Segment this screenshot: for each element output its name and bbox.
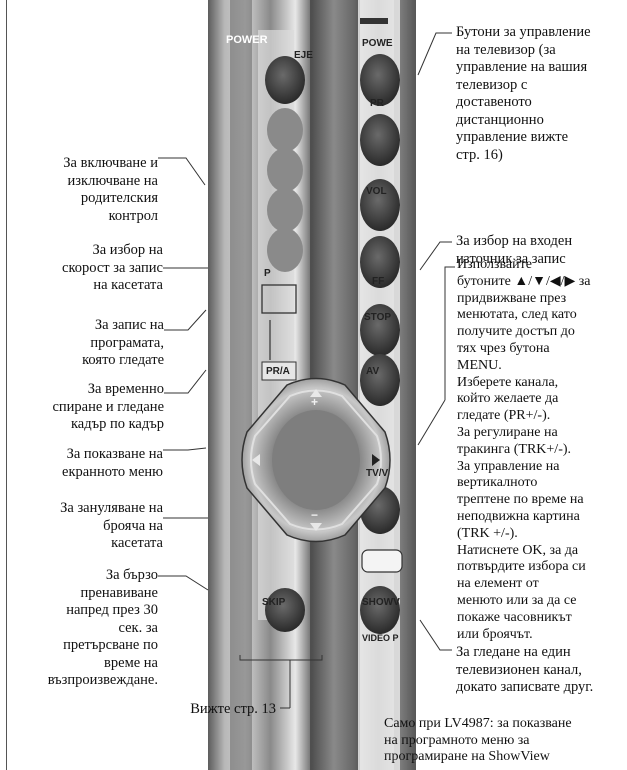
plus-sign-label: + <box>311 395 318 409</box>
ok-button <box>272 410 360 510</box>
showview-button-label: SHOWV <box>362 597 400 608</box>
leader-line <box>418 33 452 75</box>
menu-navigation-label: Използвайте бутоните ▲/▼/◀/▶ за придвижв… <box>457 257 591 643</box>
onscreen-menu-label: За показване на екранното меню <box>62 446 163 481</box>
av-button <box>360 354 400 406</box>
tv-vcr-button-label: TV/V <box>366 468 388 479</box>
leader-line <box>164 370 206 393</box>
p-button-label: P <box>264 268 271 279</box>
showview-button <box>360 586 400 634</box>
av-button-label: AV <box>366 366 379 377</box>
body-stripe <box>230 0 252 770</box>
counter-reset-label: За зануляване на брояча на касетата <box>60 500 163 553</box>
pr-a-button-label: PR/A <box>266 366 290 377</box>
leader-line <box>420 242 452 270</box>
parental-control-label: За включване и изключване на родителския… <box>63 155 158 225</box>
pause-button <box>267 228 303 272</box>
skip-button <box>265 588 305 632</box>
tv-power-button-label: POWE <box>362 38 393 49</box>
pr-button-label: PR <box>370 98 384 109</box>
eject-button <box>265 56 305 104</box>
leader-line <box>164 310 206 330</box>
record-speed-label: За избор на скорост за запис на касетата <box>62 242 163 295</box>
tv-buttons-label: Бутони за управление на телевизор (за уп… <box>456 24 591 164</box>
pause-frame-label: За временно спиране и гледане кадър по к… <box>52 381 164 434</box>
showview-frame <box>362 550 402 572</box>
video-button-label: VIDEO P <box>362 633 399 643</box>
ff-button-label: FF <box>372 276 384 287</box>
see-page-label: Вижте стр. 13 <box>190 701 276 719</box>
leader-line <box>158 576 208 590</box>
eject-button-label: EJE <box>294 50 313 61</box>
skip-button-label: SKIP <box>262 597 285 608</box>
record-button <box>267 188 303 232</box>
minus-sign-label: − <box>311 508 318 522</box>
leader-line <box>158 158 205 185</box>
leader-line <box>445 267 455 298</box>
power-button-label: POWER <box>226 34 268 46</box>
speed-button <box>267 148 303 192</box>
stop-button-label: STOP <box>364 312 391 323</box>
skip-forward-label: За бързо пренавиване напред през 30 сек.… <box>48 567 158 690</box>
showview-note-label: Само при LV4987: за показване на програм… <box>384 716 572 766</box>
parental-button <box>267 108 303 152</box>
power-led <box>360 18 388 24</box>
leader-line <box>163 448 206 450</box>
leader-line <box>420 620 452 650</box>
tv-pr-button <box>360 114 400 166</box>
leader-line <box>418 400 445 445</box>
record-program-label: За запис на програмата, която гледате <box>82 317 164 370</box>
vol-button-label: VOL <box>366 186 387 197</box>
tv-watch-label: За гледане на един телевизионен канал, д… <box>456 644 593 697</box>
